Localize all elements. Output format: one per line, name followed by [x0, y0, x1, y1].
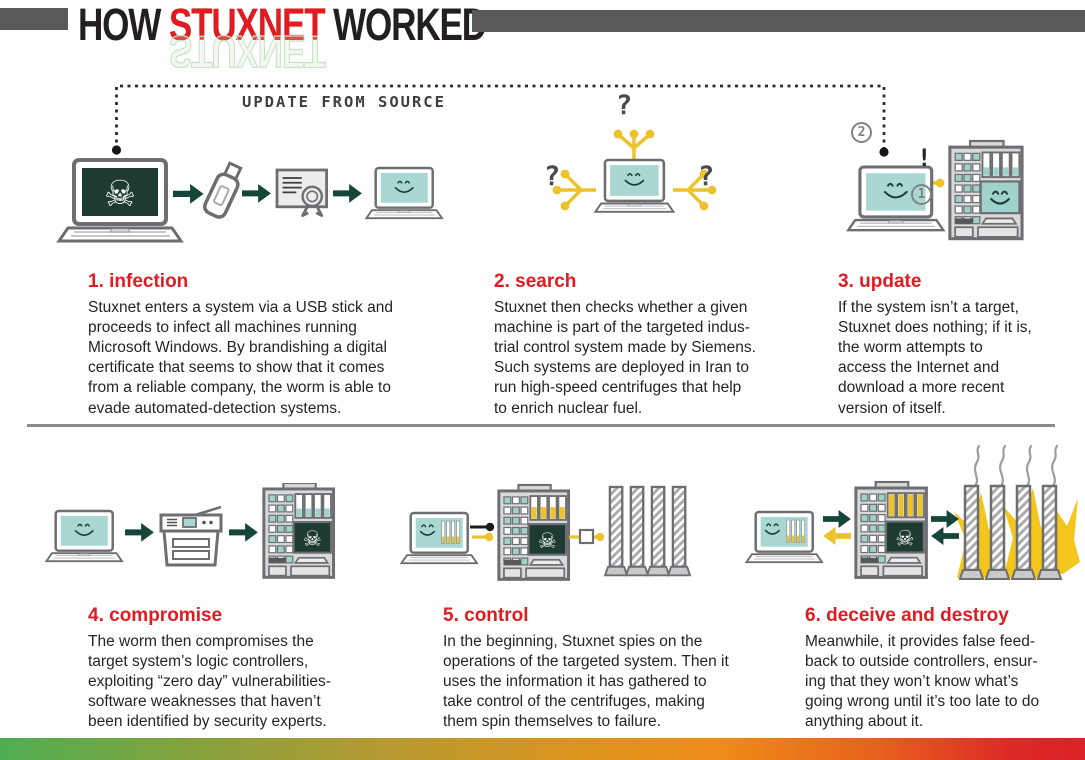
arrow-right-icon: [173, 184, 204, 204]
step5-heading: 5. control: [443, 605, 529, 626]
monitoring-laptop-icon: [400, 511, 479, 565]
svg-text:☠: ☠: [538, 529, 557, 554]
step6-illustration: ☠: [745, 440, 1080, 585]
title-word-how: HOW: [78, 0, 161, 50]
exclamation-marker: !: [917, 144, 932, 172]
step1-text: 1. infection Stuxnet enters a system via…: [88, 271, 448, 419]
false-feedback-arrow-icon: [823, 526, 851, 545]
step5-body: In the beginning, Stuxnet spies on the o…: [443, 632, 729, 731]
question-mark-right: ?: [698, 161, 715, 192]
title-word-stuxnet: STUXNET: [168, 0, 326, 50]
title-reflection: STUXNET: [168, 25, 325, 77]
step4-text: 4. compromise The worm then compromises …: [88, 605, 408, 733]
svg-text:☠: ☠: [895, 527, 914, 552]
step5-text: 5. control In the beginning, Stuxnet spi…: [443, 605, 773, 733]
step2-text: 2. search Stuxnet then checks whether a …: [494, 271, 794, 419]
arrow-right-icon: [125, 523, 154, 542]
scanning-laptop-icon: [594, 158, 675, 214]
step3-text: 3. update If the system isn’t a target, …: [838, 271, 1078, 419]
centrifuge-icon: [666, 485, 692, 577]
step2-heading: 2. search: [494, 271, 577, 292]
step4-illustration: ☠: [45, 483, 340, 583]
step3-body: If the system isn’t a target, Stuxnet do…: [838, 298, 1032, 417]
clean-laptop-icon: [365, 166, 444, 220]
digital-certificate-icon: [275, 168, 329, 218]
header-bar-right: [472, 10, 1085, 32]
step6-text: 6. deceive and destroy Meanwhile, it pro…: [805, 605, 1085, 733]
hijacked-plc-icon: ☠: [497, 483, 571, 581]
laptop-icon: [45, 509, 124, 563]
question-mark-left: ?: [544, 161, 561, 192]
step3-heading: 3. update: [838, 271, 922, 292]
step4-body: The worm then compromises the target sys…: [88, 632, 331, 731]
arrow-right-icon: [333, 184, 362, 203]
infected-laptop-icon: [57, 158, 183, 243]
centrifuge-icon: [645, 485, 671, 577]
arrow-right-icon: [229, 523, 258, 542]
compromised-plc-icon: ☠: [262, 483, 336, 579]
usb-stick-icon: [200, 159, 247, 222]
header-bar-left: [0, 8, 68, 30]
step1-body: Stuxnet enters a system via a USB stick …: [88, 298, 393, 417]
step5-illustration: ☠: [400, 483, 692, 583]
centrifuge-icon: [624, 485, 650, 577]
step4-heading: 4. compromise: [88, 605, 223, 626]
deceiving-plc-icon: ☠: [854, 480, 928, 579]
deceived-laptop-icon: [745, 510, 824, 564]
smoke-wisps: [973, 444, 1059, 488]
update-from-source-label: UPDATE FROM SOURCE: [242, 93, 446, 111]
arrow-left-icon: [931, 526, 959, 545]
step2-body: Stuxnet then checks whether a given mach…: [494, 298, 756, 417]
step3-illustration: [845, 135, 1040, 260]
severity-gradient-bar: [0, 738, 1085, 760]
arrow-right-icon: [823, 510, 851, 529]
circled-one-marker: 1: [911, 184, 932, 205]
plc-controller-icon: [948, 139, 1024, 241]
network-probe-lines: [561, 134, 708, 206]
step1-illustration: [55, 140, 455, 258]
printer-icon: [159, 505, 223, 567]
centrifuge-icon: [603, 485, 629, 577]
question-mark-top: ?: [616, 90, 633, 121]
step2-illustration: [543, 128, 718, 243]
circled-two-marker: 2: [851, 122, 872, 143]
title-word-worked: WORKED: [333, 0, 487, 50]
step6-heading: 6. deceive and destroy: [805, 605, 1009, 626]
step1-heading: 1. infection: [88, 271, 189, 292]
svg-text:☠: ☠: [303, 527, 322, 552]
section-divider: [27, 424, 1055, 427]
step6-body: Meanwhile, it provides false feed- back …: [805, 632, 1040, 731]
arrow-right-icon: [242, 184, 271, 203]
probe-dots: [552, 129, 717, 211]
